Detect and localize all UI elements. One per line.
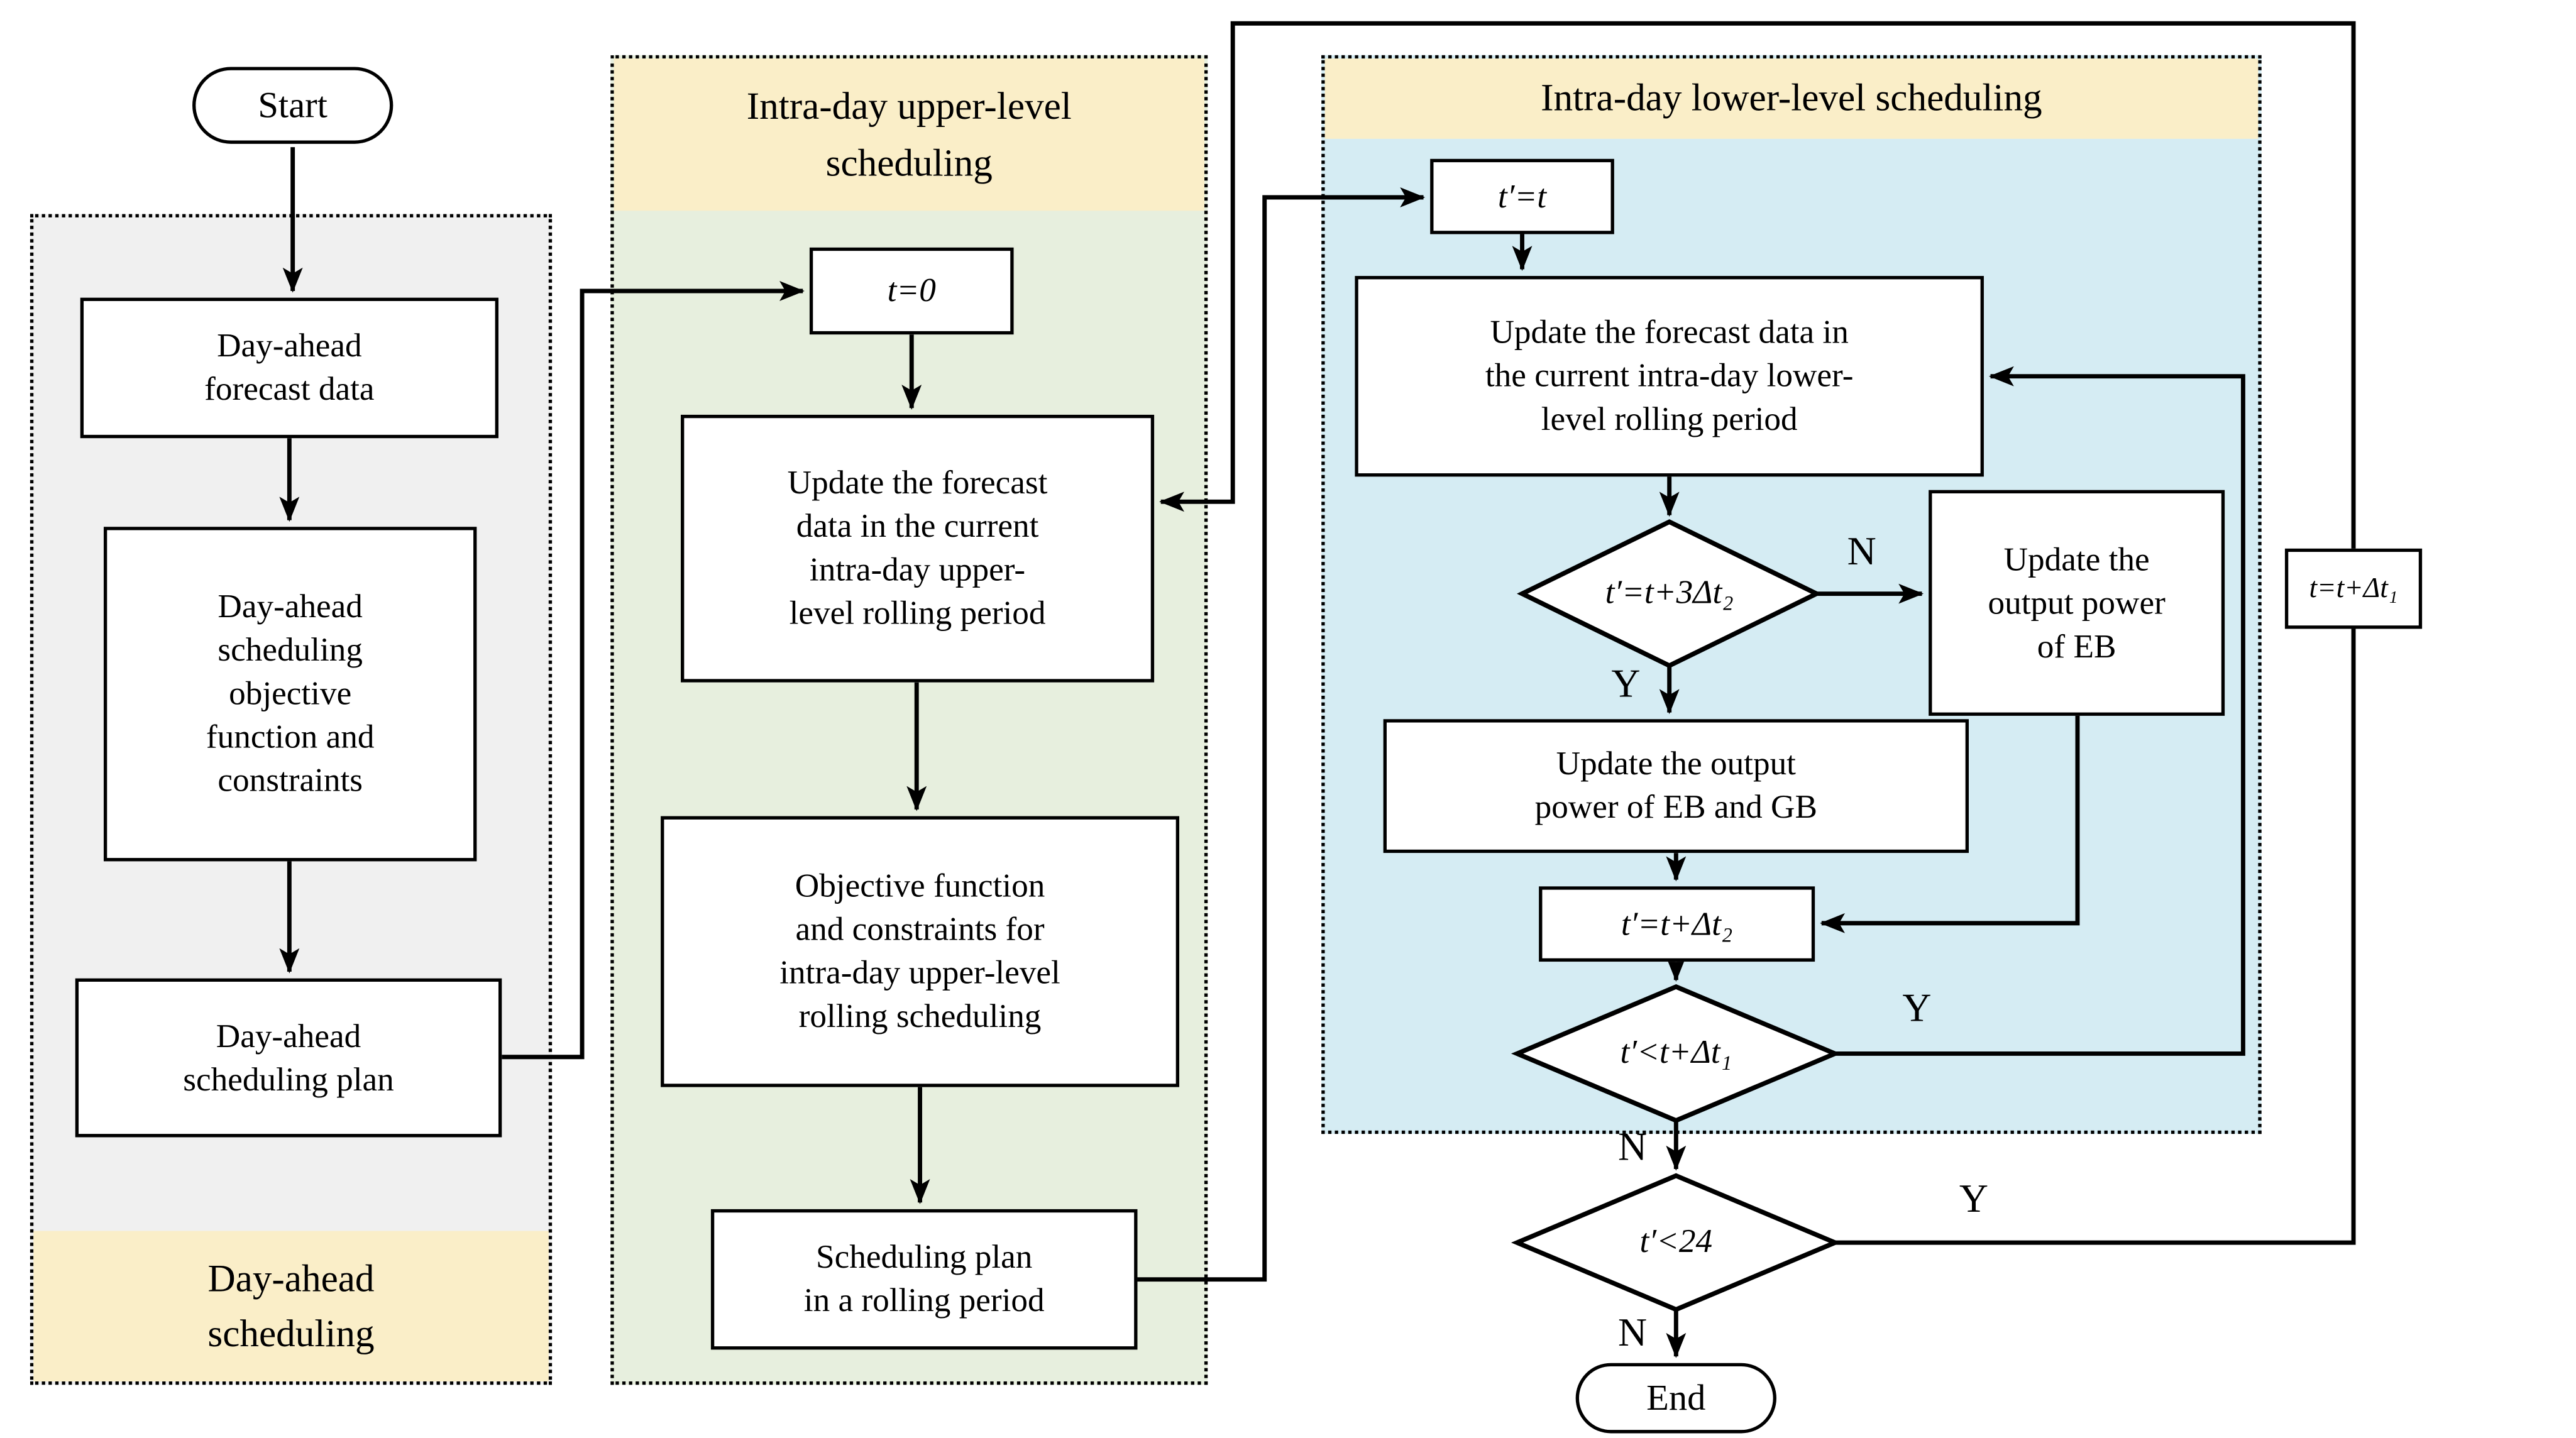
node-line: function and: [206, 719, 375, 756]
node-update-forecast-upper: Update the forecast data in the current …: [681, 414, 1155, 683]
node-line: t′=t: [1497, 178, 1547, 215]
node-line: intra-day upper-: [809, 552, 1026, 589]
node-day-ahead-forecast-data: Day-ahead forecast data: [80, 297, 498, 439]
node-line: objective: [229, 676, 352, 713]
node-line: rolling scheduling: [798, 998, 1042, 1036]
end-terminal: End: [1575, 1363, 1776, 1434]
branch-label-y: Y: [1902, 987, 1932, 1031]
start-terminal: Start: [192, 67, 394, 144]
section-title-line: Intra-day upper-level: [746, 85, 1072, 128]
node-line: scheduling plan: [183, 1061, 394, 1098]
edge-sched-plan-to-tprime: [1137, 187, 1426, 1282]
node-line: scheduling: [217, 632, 363, 669]
section-upper-title-band: Intra-day upper-level scheduling: [614, 58, 1204, 211]
node-update-output-eb: Update the output power of EB: [1929, 490, 2225, 716]
node-line: data in the current: [796, 508, 1039, 546]
branch-label-n: N: [1847, 530, 1876, 575]
node-scheduling-plan-rolling-period: Scheduling plan in a rolling period: [710, 1209, 1138, 1350]
node-line: intra-day upper-level: [779, 955, 1060, 992]
node-line: of EB: [2037, 628, 2116, 665]
node-line: constraints: [217, 762, 363, 799]
decision-t-lt-t-dt1-shape: [1511, 984, 1841, 1123]
section-label-line: scheduling: [207, 1312, 375, 1355]
node-line: Day-ahead: [217, 327, 362, 365]
node-t-equals-t-plus-dt1: t=t+Δt₁: [2284, 548, 2423, 629]
node-line: level rolling period: [1541, 401, 1798, 439]
end-label: End: [1646, 1376, 1706, 1418]
node-line: t′=t+Δt₂: [1621, 905, 1733, 943]
node-objective-constraints-upper: Objective function and constraints for i…: [661, 816, 1180, 1087]
section-title-line: Intra-day lower-level scheduling: [1541, 77, 2042, 119]
section-title-line: scheduling: [825, 141, 993, 184]
node-line: Update the forecast data in: [1490, 314, 1849, 351]
node-line: t=0: [887, 272, 936, 310]
decision-t-lt-24-shape: [1511, 1173, 1841, 1312]
decision-t-lt-t-dt1-label: t′<t+Δt₁: [1620, 1034, 1732, 1072]
decision-t-plus-3dt2-label: t′=t+3Δt₂: [1605, 574, 1734, 612]
node-day-ahead-objective-constraints: Day-ahead scheduling objective function …: [103, 527, 477, 862]
node-line: Day-ahead: [216, 1018, 361, 1055]
node-t-equals-0: t=0: [809, 247, 1014, 335]
node-line: and constraints for: [795, 911, 1045, 948]
start-label: Start: [258, 83, 328, 125]
edge-plan-to-t0: [502, 281, 805, 1060]
node-line: Objective function: [795, 868, 1045, 905]
edge-update-eb-to-tdt2: [1820, 715, 2080, 933]
node-line: Update the forecast: [787, 464, 1048, 502]
node-line: Scheduling plan: [815, 1239, 1033, 1276]
section-label-line: Day-ahead: [207, 1257, 375, 1299]
branch-label-n: N: [1618, 1126, 1648, 1170]
decision-t-plus-3dt2-shape: [1517, 519, 1822, 669]
node-tprime-equals-t: t′=t: [1430, 158, 1614, 234]
branch-label-y: Y: [1611, 663, 1641, 707]
node-update-forecast-lower: Update the forecast data in the current …: [1355, 276, 1984, 477]
node-line: Update the output: [1556, 745, 1796, 783]
node-line: Update the: [2003, 541, 2150, 578]
branch-label-y: Y: [1959, 1178, 1989, 1222]
node-line: power of EB and GB: [1534, 789, 1817, 826]
node-line: t=t+Δt₁: [2309, 571, 2398, 604]
edge-decision2-Y-loop-to-update-lower: [1835, 366, 2245, 1056]
branch-label-n: N: [1618, 1312, 1648, 1356]
node-line: level rolling period: [789, 595, 1046, 632]
node-line: forecast data: [204, 371, 375, 409]
node-day-ahead-scheduling-plan: Day-ahead scheduling plan: [75, 978, 502, 1138]
node-tprime-equals-t-plus-dt2: t′=t+Δt₂: [1539, 886, 1815, 962]
node-line: output power: [1988, 585, 2166, 622]
node-line: the current intra-day lower-: [1485, 358, 1854, 395]
node-line: Day-ahead: [217, 588, 363, 626]
edge-decision3-Y-loop-to-update-upper: [1159, 21, 2356, 1245]
decision-t-lt-24-label: t′<24: [1639, 1223, 1713, 1261]
node-update-output-eb-gb: Update the output power of EB and GB: [1383, 719, 1969, 853]
section-day-ahead-label-band: Day-ahead scheduling: [33, 1231, 549, 1381]
section-lower-title-band: Intra-day lower-level scheduling: [1324, 58, 2259, 139]
node-line: in a rolling period: [803, 1282, 1045, 1320]
